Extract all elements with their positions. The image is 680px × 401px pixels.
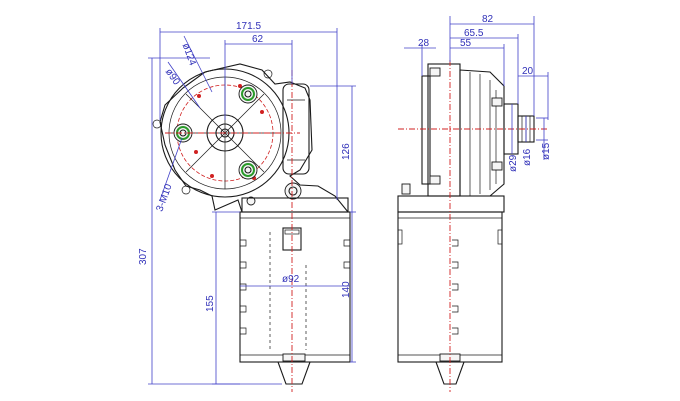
flange-bolt-left xyxy=(246,196,256,206)
can-notches-left xyxy=(240,239,247,335)
motor-can xyxy=(239,211,351,363)
side-gear-housing xyxy=(459,69,505,197)
dim-shaft-length: 20 xyxy=(522,66,534,77)
can-notches-right xyxy=(343,239,350,269)
dim-diam-2: ø16 xyxy=(522,148,533,166)
side-cover-plate xyxy=(421,75,431,185)
mount-boss-bottom xyxy=(238,160,258,180)
dim-pcd-large: ø124 xyxy=(180,42,198,68)
cover-ears xyxy=(152,69,273,195)
gearbox-outline xyxy=(159,63,350,213)
cover-dots xyxy=(194,84,264,180)
dim-diam-3: ø15 xyxy=(541,142,552,160)
dim-diam-1: ø29 xyxy=(508,154,519,172)
dim-overall-width: 171.5 xyxy=(236,21,261,32)
dim-motor-length-2: 140 xyxy=(341,281,352,298)
dim-upper-height: 126 xyxy=(341,143,352,160)
front-view xyxy=(152,63,351,392)
side-bolts xyxy=(401,67,503,195)
dim-overall-height: 307 xyxy=(138,248,149,265)
side-can-notches xyxy=(452,239,459,335)
dim-depth-2: 65.5 xyxy=(464,28,484,39)
dim-flange-depth: 28 xyxy=(418,38,430,49)
flange-bolt xyxy=(284,182,302,200)
dim-depth-3: 55 xyxy=(460,38,472,49)
dim-motor-length: 155 xyxy=(205,295,216,312)
side-housing-ribs xyxy=(469,72,497,196)
motor-flange xyxy=(241,197,349,213)
side-view xyxy=(397,60,548,392)
worm-housing xyxy=(282,83,310,175)
side-motor-flange xyxy=(397,195,505,213)
dim-shaft-offset: 62 xyxy=(252,34,264,45)
end-cap-bracket xyxy=(282,353,306,362)
dim-overall-depth: 82 xyxy=(482,14,494,25)
dim-motor-diameter: ø92 xyxy=(282,274,300,285)
motor-end-cap xyxy=(277,361,311,385)
dim-pcd-small: ø90 xyxy=(163,67,182,88)
side-dimensions: 82 65.5 55 28 20 ø29 ø16 ø15 xyxy=(404,14,552,172)
dim-mount-holes: 3-M10 xyxy=(155,182,175,213)
mount-boss-top xyxy=(238,84,258,104)
